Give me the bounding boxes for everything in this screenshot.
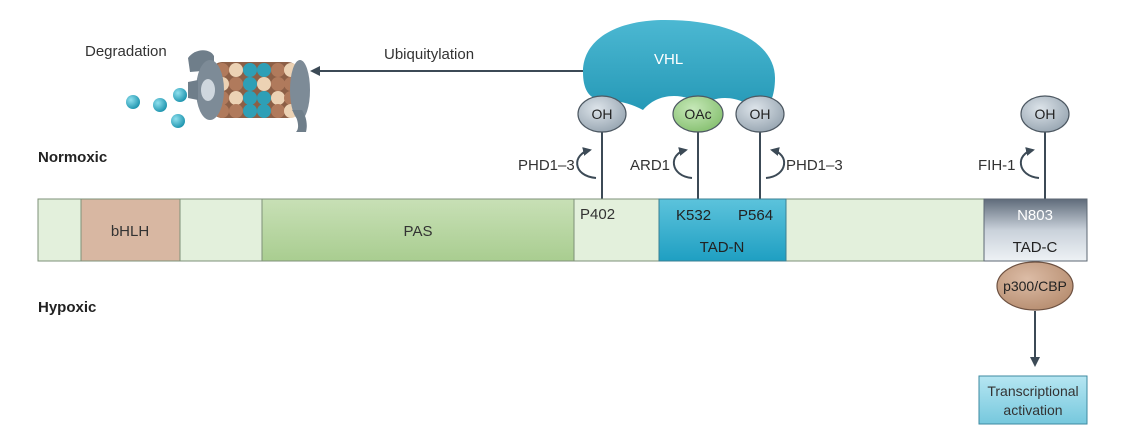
degradation-label: Degradation — [85, 43, 167, 60]
svg-text:bHLH: bHLH — [111, 223, 149, 240]
svg-text:PAS: PAS — [404, 223, 433, 240]
oh-n803-circle: OH — [1020, 95, 1070, 133]
phd-left-label: PHD1–3 — [518, 157, 575, 174]
svg-text:TAD-C: TAD-C — [1013, 239, 1058, 256]
bhlh-domain: bHLH — [80, 198, 181, 262]
fih1-label: FIH-1 — [978, 157, 1016, 174]
svg-text:TAD-N: TAD-N — [700, 239, 745, 256]
svg-text:Transcriptional: Transcriptional — [987, 383, 1078, 399]
ard1-arrow — [673, 147, 693, 179]
phd-left-arrow — [576, 147, 597, 179]
svg-text:p300/CBP: p300/CBP — [1003, 278, 1067, 294]
oac-k532-circle: OAc — [672, 95, 724, 133]
oh-p402-circle: OH — [577, 95, 627, 133]
pas-domain: PAS — [261, 198, 575, 262]
phd-right-arrow — [765, 147, 785, 179]
p564-residue: P564 — [738, 207, 773, 224]
normoxic-label: Normoxic — [38, 149, 107, 166]
svg-text:OH: OH — [592, 106, 613, 122]
tad-c-domain: N803 TAD-C — [983, 198, 1088, 262]
p300-cbp: p300/CBP — [996, 261, 1074, 311]
svg-text:OAc: OAc — [684, 106, 711, 122]
oh-p564-circle: OH — [735, 95, 785, 133]
vhl-label: VHL — [654, 51, 683, 68]
proteasome-icon — [188, 50, 310, 132]
tad-n-domain: K532 P564 TAD-N — [658, 198, 787, 262]
k532-residue: K532 — [676, 207, 711, 224]
svg-text:OH: OH — [1035, 106, 1056, 122]
ard1-label: ARD1 — [630, 157, 670, 174]
phd-right-label: PHD1–3 — [786, 157, 843, 174]
hypoxic-label: Hypoxic — [38, 299, 96, 316]
svg-text:OH: OH — [750, 106, 771, 122]
svg-text:activation: activation — [1003, 402, 1062, 418]
n803-residue: N803 — [1017, 207, 1053, 224]
degradation-peptides — [126, 88, 187, 128]
p402-residue: P402 — [580, 206, 615, 223]
ubiquitylation-label: Ubiquitylation — [384, 46, 474, 63]
transcriptional-activation-box: Transcriptional activation — [978, 375, 1088, 425]
fih1-arrow — [1020, 147, 1040, 179]
vhl-complex — [583, 20, 775, 116]
